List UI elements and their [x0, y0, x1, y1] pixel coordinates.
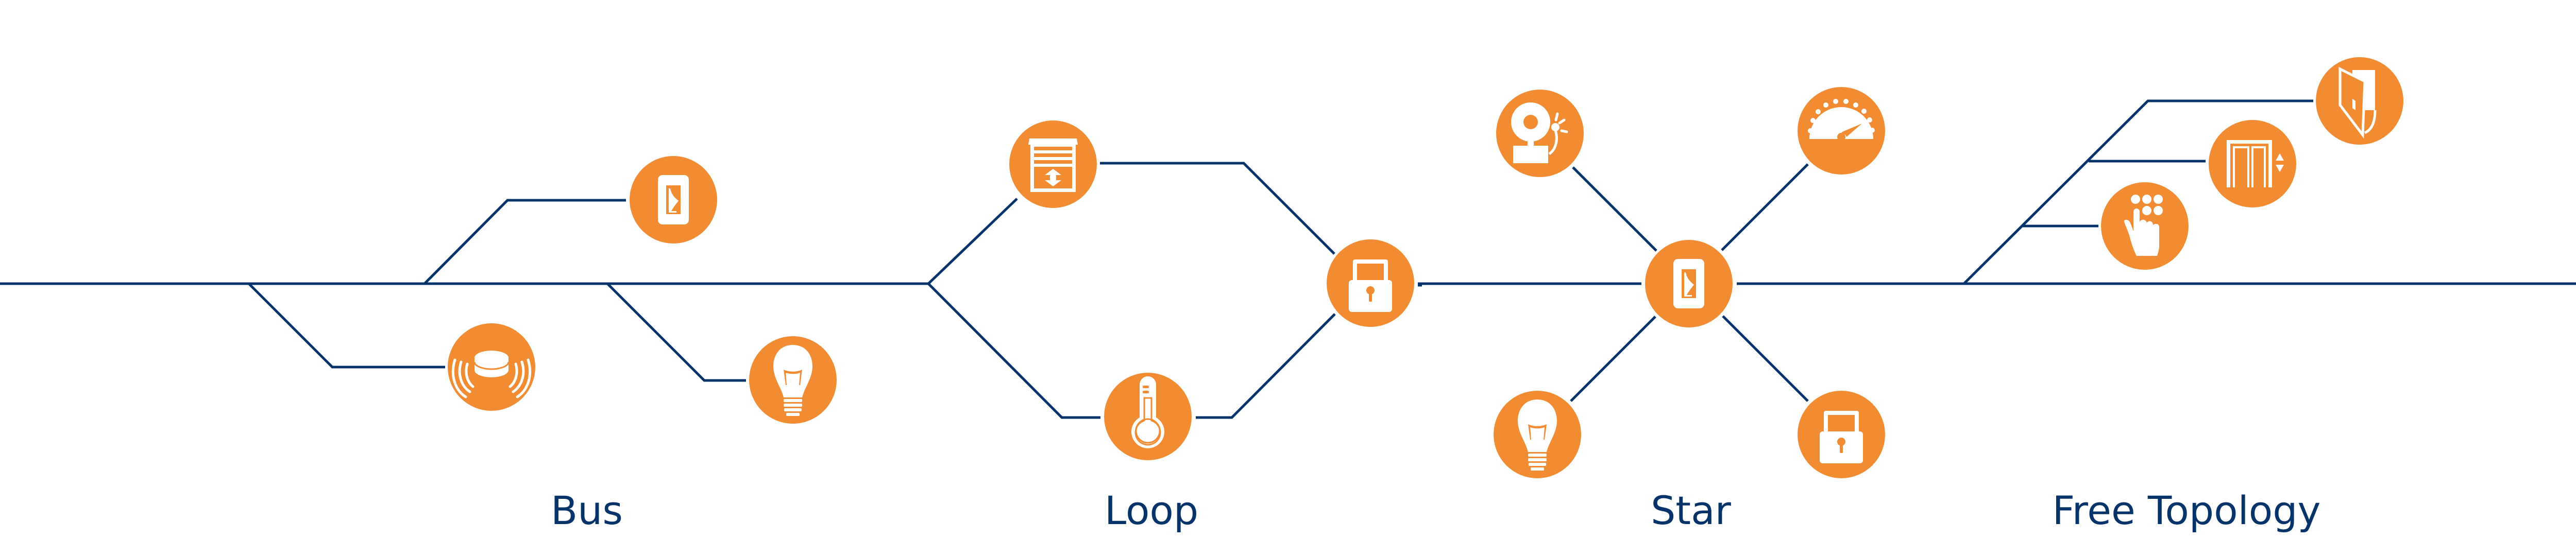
node-bus-bulb[interactable]	[749, 336, 837, 424]
wire-star-gauge	[1721, 163, 1809, 251]
node-star-bulb[interactable]	[1494, 391, 1581, 478]
wire-loop-upper-right	[1100, 162, 1335, 255]
node-bus-sensor[interactable]	[448, 323, 535, 411]
node-star-bell[interactable]	[1496, 90, 1584, 177]
node-free-elevator[interactable]	[2209, 120, 2296, 207]
topology-bus: Bus	[248, 156, 837, 533]
node-star-lock[interactable]	[1798, 391, 1885, 478]
node-loop-lock[interactable]	[1327, 239, 1414, 327]
node-star-gauge[interactable]	[1798, 87, 1885, 175]
topology-star: Star	[1494, 87, 1885, 533]
topology-loop: Loop	[927, 120, 1422, 533]
wire-bus-sensor	[248, 283, 445, 369]
wire-bus-bulb	[606, 283, 746, 382]
wire-free-trunk	[1963, 99, 2313, 285]
node-bus-switch[interactable]	[630, 156, 717, 244]
blinds-icon	[1028, 138, 1078, 192]
wire-loop-lower-left	[927, 283, 1100, 419]
light-switch-icon	[1673, 259, 1704, 308]
node-loop-blinds[interactable]	[1009, 120, 1097, 208]
wire-loop-lower-right	[1196, 313, 1336, 419]
wire-star-bell	[1572, 166, 1657, 252]
node-loop-thermometer[interactable]	[1104, 373, 1192, 460]
wire-bus-switch	[423, 199, 626, 285]
label-loop: Loop	[1105, 488, 1198, 533]
wire-loop-upper-left	[927, 198, 1018, 285]
wire-star-bulb	[1570, 316, 1656, 402]
light-switch-icon	[658, 175, 689, 224]
label-free-topology: Free Topology	[2052, 488, 2320, 533]
label-star: Star	[1651, 488, 1732, 533]
wire-star-lock	[1722, 315, 1809, 402]
node-free-keypad[interactable]	[2101, 182, 2189, 270]
topology-free: Free Topology	[1963, 57, 2403, 533]
node-star-hub-switch[interactable]	[1645, 240, 1733, 327]
node-free-door[interactable]	[2316, 57, 2403, 145]
label-bus: Bus	[551, 488, 623, 533]
